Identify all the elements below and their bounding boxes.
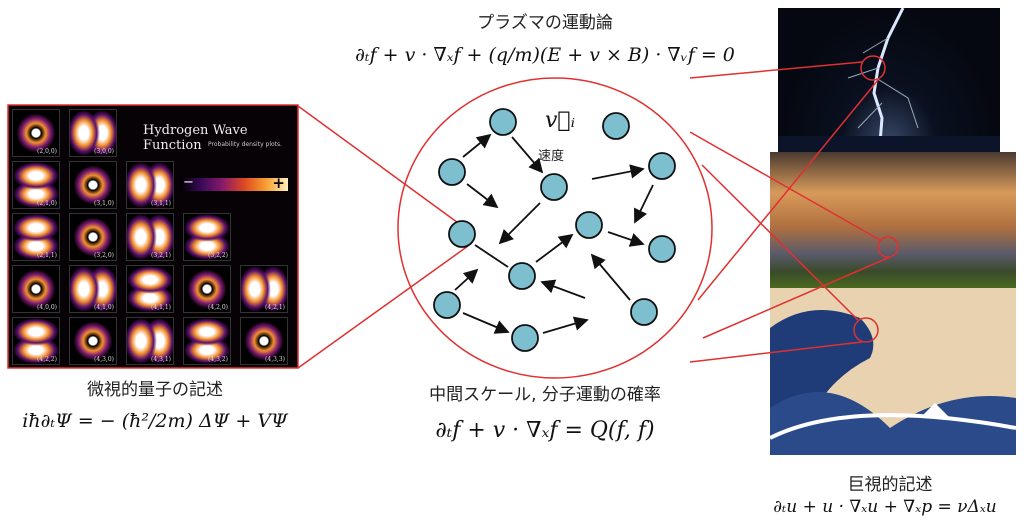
boltzmann-equation: ∂ₜf + v · ∇ₓf = Q(f, f) <box>435 418 655 443</box>
orbital-label: (3,1,0) <box>94 200 114 207</box>
velocity-arrow <box>498 202 541 245</box>
velocity-arrow <box>454 268 479 291</box>
zoom-circle <box>877 236 899 258</box>
velocity-arrow <box>462 133 492 158</box>
particle <box>648 235 676 263</box>
orbital-label: (3,2,2) <box>208 252 228 259</box>
particle <box>508 262 536 290</box>
orbital-plot: (3,0,0) <box>69 109 117 157</box>
orbital-plot: (4,1,1) <box>126 265 174 313</box>
panel-title: Hydrogen Wave Function <box>143 123 248 153</box>
storm-clouds-image <box>770 152 1016 288</box>
lightning-bolt-icon <box>778 7 1000 152</box>
orbital-plot: (4,2,1) <box>240 265 288 313</box>
particle <box>438 158 466 186</box>
orbital-plot: (2,1,1) <box>12 213 60 261</box>
orbital-label: (2,0,0) <box>37 148 57 155</box>
orbital-plot: (4,2,0) <box>183 265 231 313</box>
lightning-image <box>778 7 1000 152</box>
particle <box>602 112 630 140</box>
velocity-label: 速度 <box>538 149 565 164</box>
orbital-plot: (3,2,0) <box>69 213 117 261</box>
orbital-label: (2,1,1) <box>37 252 57 259</box>
particle <box>433 291 461 319</box>
orbital-plot: (2,1,0) <box>12 161 60 209</box>
velocity-arrow <box>535 233 574 263</box>
connector-line <box>297 105 466 229</box>
particle <box>540 173 568 201</box>
orbital-plot: (3,1,0) <box>69 161 117 209</box>
velocity-arrow <box>511 136 544 174</box>
orbital-label: (4,1,1) <box>151 304 171 311</box>
orbital-plot: (4,3,1) <box>126 317 174 365</box>
plasma-title: プラズマの運動論 <box>477 13 613 33</box>
micro-label: 微視的量子の記述 <box>87 380 223 400</box>
meso-circle <box>397 77 713 379</box>
velocity-arrow <box>634 184 654 224</box>
velocity-arrow <box>591 164 645 180</box>
connector-line <box>297 245 469 369</box>
zoom-circle <box>853 317 879 343</box>
orbital-plot: (4,3,3) <box>240 317 288 365</box>
panel-subtitle: Probability density plots. <box>208 141 283 148</box>
particle <box>489 108 517 136</box>
orbital-label: (3,2,0) <box>94 252 114 259</box>
connector-line <box>697 79 879 301</box>
orbital-label: (4,2,0) <box>208 304 228 311</box>
vlasov-equation: ∂ₜf + v · ∇ₓf + (q/m)(E + v × B) · ∇ᵥf =… <box>355 44 735 66</box>
minus-sign: − <box>183 175 194 190</box>
orbital-label: (2,1,0) <box>37 200 57 207</box>
orbital-plot: (4,2,2) <box>12 317 60 365</box>
colorbar: − + <box>180 174 288 192</box>
orbital-label: (4,3,2) <box>208 356 228 363</box>
particle <box>511 324 539 352</box>
velocity-arrow <box>466 183 499 209</box>
particle <box>575 211 603 239</box>
orbital-label: (4,0,0) <box>37 304 57 311</box>
orbital-label: (3,2,1) <box>151 252 171 259</box>
orbital-plot: (3,1,1) <box>126 161 174 209</box>
orbital-label: (4,3,1) <box>151 356 171 363</box>
particle <box>448 220 476 248</box>
schrodinger-equation: iħ∂ₜΨ = − (ħ²/2m) ΔΨ + VΨ <box>22 410 288 432</box>
particle <box>630 298 658 326</box>
orbital-label: (4,1,0) <box>94 304 114 311</box>
orbital-label: (3,1,1) <box>151 200 171 207</box>
hydrogen-wave-function-image: Hydrogen Wave Function Probability densi… <box>8 105 298 368</box>
orbital-label: (4,2,1) <box>265 304 285 311</box>
orbital-plot: (4,3,2) <box>183 317 231 365</box>
connector-line <box>701 164 859 321</box>
connector-line <box>689 61 863 79</box>
velocity-arrow <box>607 231 645 247</box>
wave-icon <box>770 310 1016 455</box>
orbital-plot: (4,3,0) <box>69 317 117 365</box>
macro-label: 巨視的記述 <box>847 475 933 495</box>
orbital-plot: (4,0,0) <box>12 265 60 313</box>
meso-label: 中間スケール, 分子運動の確率 <box>429 385 661 405</box>
great-wave-image <box>770 288 1016 455</box>
orbital-plot: (2,0,0) <box>12 109 60 157</box>
connector-line <box>689 131 881 241</box>
particle <box>648 152 676 180</box>
velocity-symbol: v⃗ᵢ <box>545 108 576 133</box>
zoom-frame <box>7 104 299 369</box>
orbital-label: (3,0,0) <box>94 148 114 155</box>
plus-sign: + <box>272 174 285 192</box>
velocity-arrow <box>542 316 589 334</box>
orbital-label: (4,3,3) <box>265 356 285 363</box>
velocity-arrow <box>540 279 586 299</box>
orbital-label: (4,2,2) <box>37 356 57 363</box>
orbital-plot: (4,1,0) <box>69 265 117 313</box>
connector-line <box>702 256 891 339</box>
velocity-arrow <box>462 312 510 334</box>
zoom-circle <box>860 55 886 81</box>
orbital-plot: (3,2,2) <box>183 213 231 261</box>
collision-line <box>474 244 509 268</box>
navier-stokes-equation: ∂ₜu + u · ∇ₓu + ∇ₓp = νΔₓu <box>773 497 997 517</box>
orbital-plot: (3,2,1) <box>126 213 174 261</box>
connector-line <box>689 341 863 363</box>
velocity-arrow <box>590 253 631 301</box>
orbital-label: (4,3,0) <box>94 356 114 363</box>
